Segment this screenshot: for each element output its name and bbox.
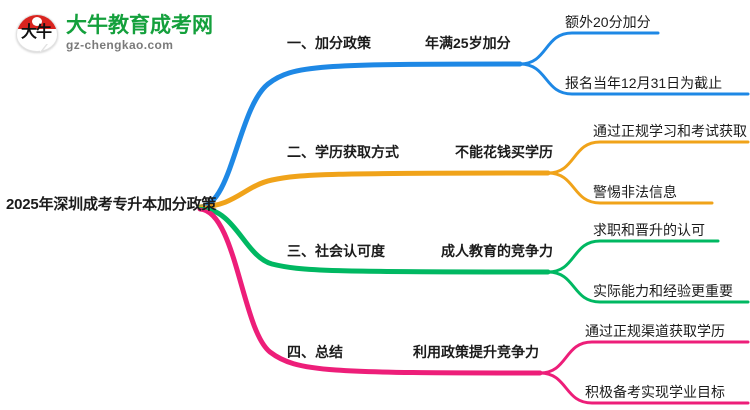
logo-text-block: 大牛教育成考网 gz-chengkao.com bbox=[66, 14, 213, 52]
logo-bubble-tail bbox=[40, 43, 47, 52]
logo-mark-glyph: 大牛 bbox=[20, 24, 52, 41]
branch-title-4[interactable]: 四、总结 bbox=[287, 344, 343, 360]
branch-title-2[interactable]: 二、学历获取方式 bbox=[287, 144, 399, 160]
branch-1-leaf-1[interactable]: 额外20分加分 bbox=[565, 14, 651, 30]
connector-branch-4 bbox=[197, 206, 750, 405]
logo-red-cap-shape bbox=[17, 15, 57, 29]
branch-2-leaf-2[interactable]: 警惕非法信息 bbox=[593, 184, 677, 200]
branch-title-3[interactable]: 三、社会认可度 bbox=[287, 243, 385, 259]
connector-taper bbox=[198, 206, 550, 274]
branch-1-leaf-2[interactable]: 报名当年12月31日为截止 bbox=[565, 75, 723, 91]
branch-subtitle-4[interactable]: 利用政策提升竞争力 bbox=[413, 344, 539, 360]
site-logo[interactable]: 大牛 大牛教育成考网 gz-chengkao.com bbox=[14, 8, 254, 58]
branch-subtitle-3[interactable]: 成人教育的竞争力 bbox=[441, 243, 553, 259]
branch-title-1[interactable]: 一、加分政策 bbox=[287, 35, 371, 51]
logo-bubble-shape bbox=[16, 14, 58, 52]
mindmap-root-node[interactable]: 2025年深圳成考专升本加分政策 bbox=[6, 196, 217, 213]
branch-4-leaf-1[interactable]: 通过正规渠道获取学历 bbox=[585, 323, 725, 339]
logo-domain: gz-chengkao.com bbox=[66, 38, 174, 52]
branch-subtitle-1[interactable]: 年满25岁加分 bbox=[425, 35, 511, 51]
connector-taper bbox=[198, 62, 522, 209]
branch-2-leaf-1[interactable]: 通过正规学习和考试获取 bbox=[593, 123, 747, 139]
branch-4-leaf-2[interactable]: 积极备考实现学业目标 bbox=[585, 384, 725, 400]
logo-title: 大牛教育成考网 bbox=[66, 14, 213, 37]
branch-3-leaf-1[interactable]: 求职和晋升的认可 bbox=[593, 222, 705, 238]
branch-subtitle-2[interactable]: 不能花钱买学历 bbox=[455, 144, 553, 160]
daniu-speech-bubble-logo-icon: 大牛 bbox=[14, 12, 58, 54]
connector-branch-1 bbox=[197, 31, 750, 210]
connector-branch-2 bbox=[197, 140, 750, 210]
connector-branch-3 bbox=[197, 205, 750, 304]
branch-3-leaf-2[interactable]: 实际能力和经验更重要 bbox=[593, 283, 733, 299]
